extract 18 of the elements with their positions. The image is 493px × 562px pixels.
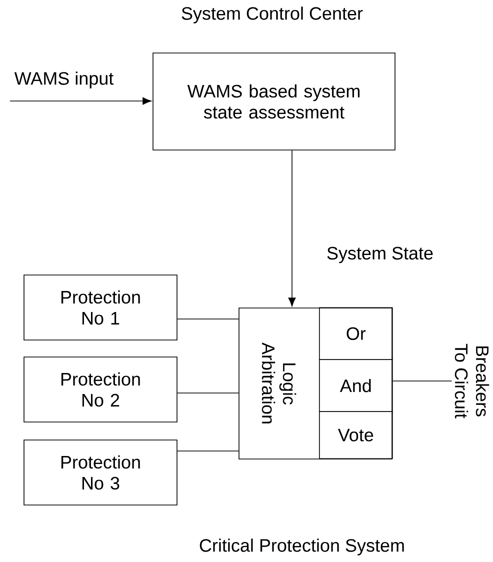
process-box: Protection No 2: [24, 356, 178, 422]
connector-line: [177, 450, 239, 452]
arrow: [10, 97, 152, 105]
logic-cell: And: [319, 359, 393, 412]
output-label: Breakers To Circuit: [454, 344, 490, 418]
connector-line: [177, 318, 239, 320]
logic-cell: Vote: [319, 411, 393, 459]
connector-line: [177, 392, 239, 394]
caption: Critical Protection System: [200, 538, 404, 556]
connector-line: [392, 380, 452, 382]
process-box: Protection No 3: [24, 440, 178, 506]
process-box: Protection No 1: [24, 274, 178, 340]
edge-label: System State: [325, 246, 435, 264]
process-box: WAMS based system state assessment: [152, 52, 396, 150]
title: System Control Center: [182, 6, 363, 24]
arrow: [288, 150, 296, 306]
edge-label: WAMS input: [13, 70, 115, 90]
logic-cell: Or: [319, 307, 393, 360]
